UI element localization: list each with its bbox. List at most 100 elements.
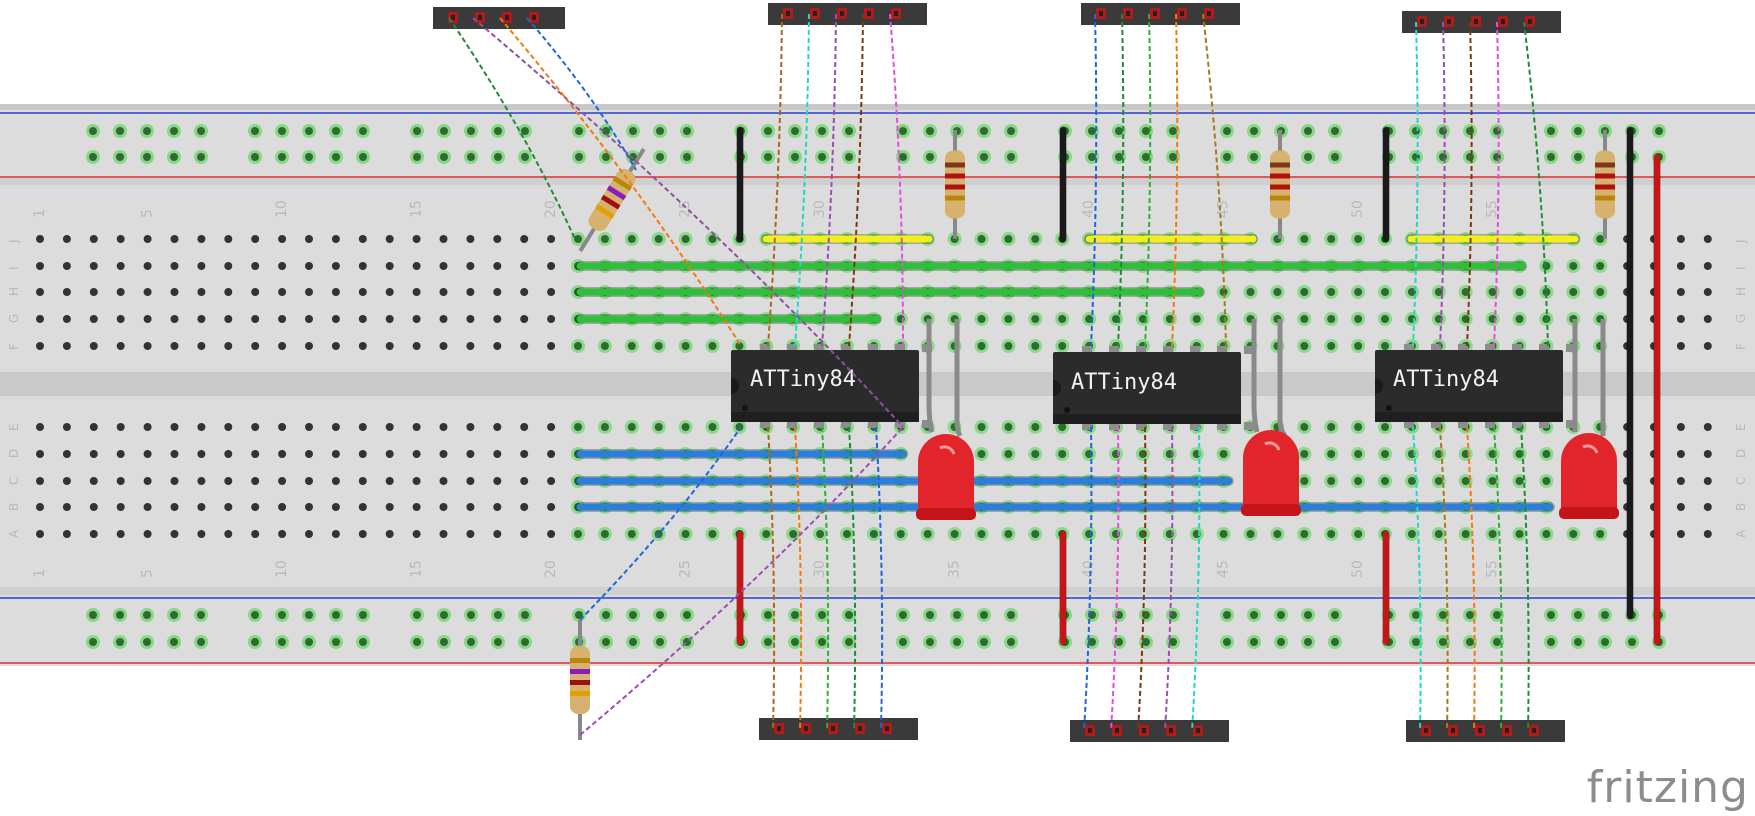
hole bbox=[251, 342, 260, 350]
rail-hole bbox=[494, 638, 502, 646]
chip-pin bbox=[1485, 420, 1495, 428]
header-pin-hole bbox=[1115, 728, 1119, 733]
rail-hole bbox=[818, 611, 826, 619]
hole bbox=[1703, 342, 1712, 350]
row-letter: E bbox=[7, 423, 21, 431]
hole bbox=[305, 423, 313, 431]
hole bbox=[358, 530, 367, 538]
hole bbox=[305, 235, 313, 243]
attiny84-chip-2 bbox=[1053, 346, 1254, 430]
hole bbox=[89, 262, 98, 270]
hole bbox=[412, 423, 421, 431]
ratsnest-orange bbox=[1171, 13, 1179, 347]
column-number: 35 bbox=[947, 560, 963, 578]
rail-hole bbox=[1601, 611, 1609, 619]
hole bbox=[439, 235, 448, 243]
rail-hole bbox=[818, 153, 826, 161]
column-number: 55 bbox=[1485, 560, 1501, 578]
chip-pin bbox=[1539, 420, 1549, 428]
ratsnest-brown bbox=[1137, 426, 1147, 732]
hole bbox=[358, 503, 367, 511]
rail-hole bbox=[89, 127, 97, 135]
hole bbox=[708, 423, 717, 431]
chip-pin bbox=[787, 344, 797, 352]
hole bbox=[36, 477, 44, 485]
hole bbox=[493, 315, 502, 323]
hole bbox=[116, 477, 125, 485]
hole bbox=[547, 477, 556, 485]
header-pin-hole bbox=[804, 726, 808, 731]
chip-notch bbox=[1375, 378, 1383, 394]
rail-hole bbox=[305, 127, 313, 135]
rail-hole bbox=[1466, 153, 1474, 161]
led-lead bbox=[926, 319, 935, 433]
header-pin-hole bbox=[885, 726, 889, 731]
hole bbox=[305, 477, 313, 485]
chip-pin bbox=[1217, 422, 1227, 430]
pin-header-icon bbox=[759, 718, 918, 740]
hole bbox=[116, 530, 125, 538]
board-top-edge bbox=[0, 104, 1755, 110]
hole bbox=[1327, 342, 1336, 350]
rail-hole bbox=[332, 611, 340, 619]
led-lead bbox=[954, 319, 963, 438]
hole bbox=[224, 450, 233, 458]
pin-header-icon bbox=[1081, 3, 1240, 25]
rail-hole bbox=[602, 153, 610, 161]
hole bbox=[1542, 288, 1551, 296]
hole bbox=[197, 423, 206, 431]
hole bbox=[385, 450, 394, 458]
pin-header-icon bbox=[1402, 11, 1561, 33]
chip-pin bbox=[895, 420, 905, 428]
hole bbox=[1138, 315, 1147, 323]
hole bbox=[1676, 530, 1685, 538]
hole bbox=[1434, 477, 1443, 485]
chip-label-2: ATTiny84 bbox=[1071, 370, 1177, 395]
hole bbox=[708, 342, 717, 350]
hole bbox=[466, 423, 475, 431]
hole bbox=[466, 450, 475, 458]
rail-hole bbox=[980, 638, 988, 646]
chip-pin bbox=[760, 420, 770, 428]
hole bbox=[1461, 288, 1470, 296]
hole bbox=[843, 530, 851, 538]
rail-hole bbox=[575, 153, 583, 161]
rail-hole bbox=[575, 611, 583, 619]
rail-hole bbox=[1169, 153, 1177, 161]
hole bbox=[251, 423, 260, 431]
hole bbox=[170, 262, 179, 270]
hole bbox=[331, 530, 340, 538]
rail-hole bbox=[1331, 638, 1339, 646]
hole bbox=[1434, 530, 1443, 538]
hole bbox=[547, 235, 556, 243]
hole bbox=[62, 342, 71, 350]
hole bbox=[385, 315, 394, 323]
rail-hole bbox=[926, 153, 934, 161]
rail-hole bbox=[521, 638, 529, 646]
rail-hole bbox=[926, 638, 934, 646]
rail-hole bbox=[197, 153, 205, 161]
resistor-band bbox=[570, 680, 590, 685]
chip-pin bbox=[1458, 344, 1468, 352]
rail-hole bbox=[170, 611, 178, 619]
rail-hole bbox=[1493, 611, 1501, 619]
header-pin-hole bbox=[894, 11, 898, 16]
pin-header-top-4 bbox=[1402, 11, 1561, 33]
rail-hole bbox=[116, 127, 124, 135]
hole bbox=[493, 477, 502, 485]
ratsnest-pink bbox=[889, 13, 905, 347]
ratsnest-blue bbox=[1090, 13, 1098, 347]
pin-header-top-3 bbox=[1081, 3, 1240, 25]
hole bbox=[116, 288, 125, 296]
chip-labels: ATTiny84 ATTiny84 ATTiny84 bbox=[750, 367, 1499, 395]
rail-hole bbox=[764, 127, 772, 135]
rail-hole bbox=[1169, 127, 1177, 135]
hole bbox=[439, 477, 448, 485]
hole bbox=[466, 530, 475, 538]
ratsnest-purple bbox=[821, 13, 837, 347]
hole bbox=[170, 450, 179, 458]
hole bbox=[143, 530, 152, 538]
rail-hole bbox=[899, 153, 907, 161]
hole bbox=[466, 235, 475, 243]
hole bbox=[412, 477, 421, 485]
